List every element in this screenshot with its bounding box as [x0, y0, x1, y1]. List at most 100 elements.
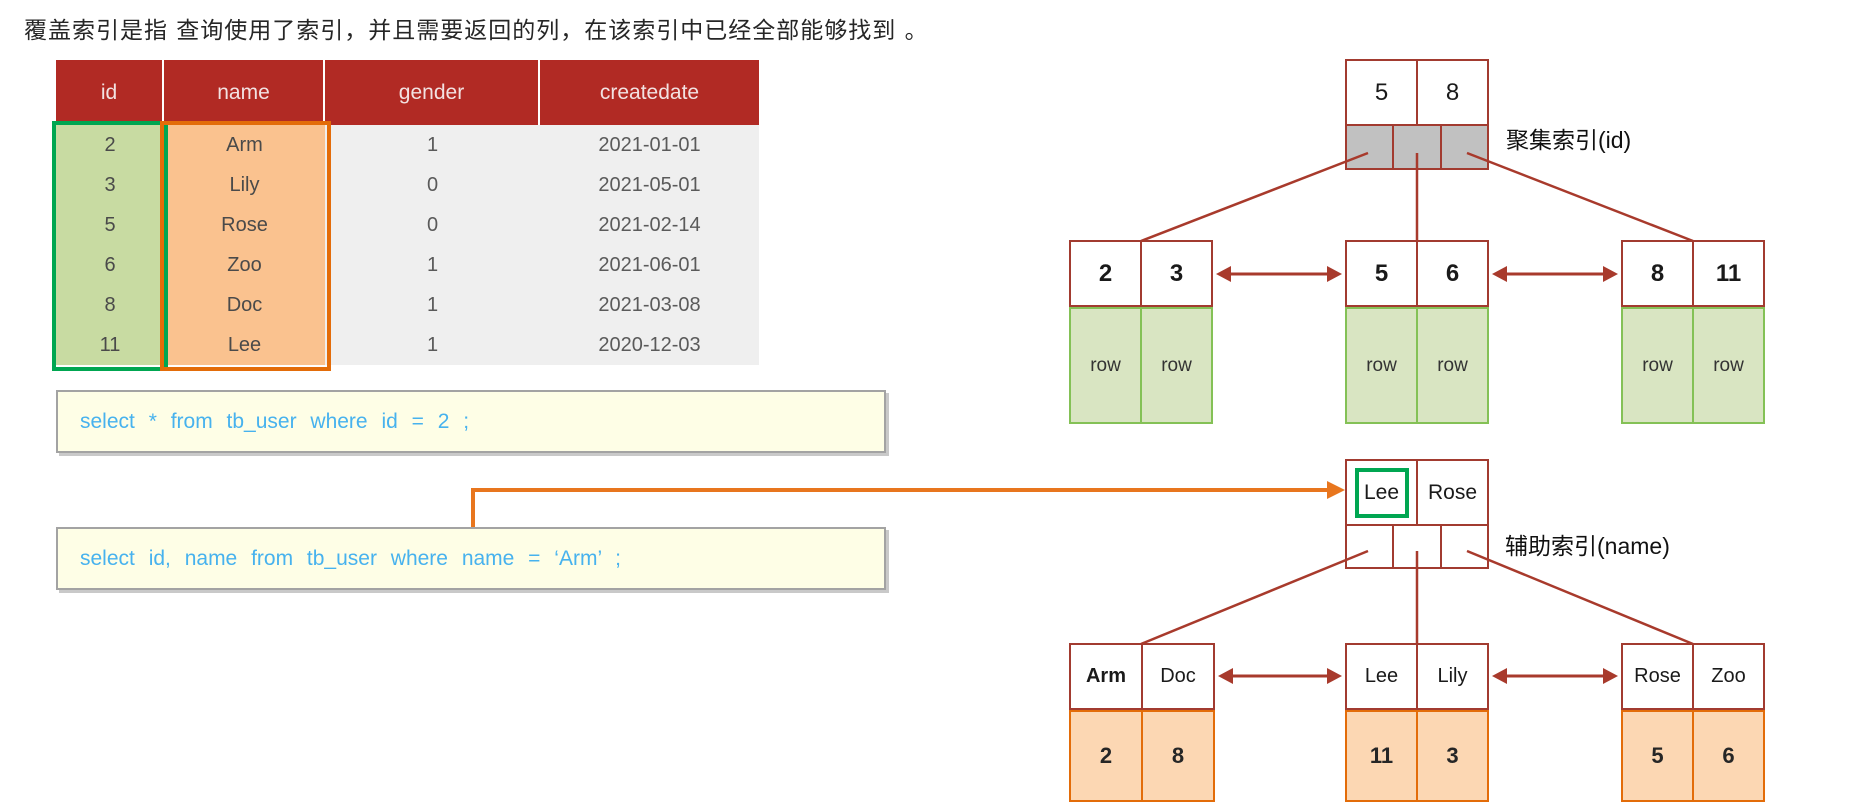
key-cell: Rose: [1621, 643, 1694, 710]
leaf-key-row: Rose Zoo: [1621, 643, 1765, 710]
table-row: 2 Arm 1 2021-01-01: [56, 125, 759, 165]
cell-id: 2: [56, 125, 164, 165]
column-header-name: name: [164, 60, 325, 125]
cell-gender: 0: [325, 205, 540, 245]
key-cell: Zoo: [1694, 643, 1765, 710]
cell-gender: 0: [325, 165, 540, 205]
row-data-cell: row: [1345, 307, 1418, 424]
key-cell: 6: [1418, 240, 1489, 307]
key-cell-highlighted: Lee: [1345, 459, 1418, 526]
arrowhead-right: [1327, 668, 1342, 684]
clustered-root-node: 5 8: [1345, 59, 1489, 170]
row-data-cell: row: [1069, 307, 1142, 424]
cell-createdate: 2021-02-14: [540, 205, 759, 245]
page-title: 覆盖索引是指 查询使用了索引，并且需要返回的列，在该索引中已经全部能够找到 。: [24, 18, 929, 44]
id-value-cell: 8: [1143, 710, 1215, 802]
secondary-leaf-node: Rose Zoo 5 6: [1621, 643, 1765, 802]
cell-gender: 1: [325, 325, 540, 365]
row-data-cell: row: [1418, 307, 1489, 424]
sql-query-box-2: select id, name from tb_user where name …: [56, 527, 886, 590]
cell-name: Zoo: [164, 245, 325, 285]
clustered-leaf-node: 5 6 row row: [1345, 240, 1489, 424]
key-cell: Arm: [1069, 643, 1143, 710]
table-row: 6 Zoo 1 2021-06-01: [56, 245, 759, 285]
pointer-cell: [1441, 126, 1489, 170]
leaf-key-row: Lee Lily: [1345, 643, 1489, 710]
cell-name: Arm: [164, 125, 325, 165]
table-row: 3 Lily 0 2021-05-01: [56, 165, 759, 205]
cell-id: 3: [56, 165, 164, 205]
green-highlight-box: Lee: [1354, 467, 1409, 518]
secondary-index-label: 辅助索引(name): [1505, 533, 1670, 559]
cell-gender: 1: [325, 125, 540, 165]
key-cell: Rose: [1418, 459, 1489, 526]
name-column-highlight-orange: [160, 121, 331, 371]
sql-query-box-1: select * from tb_user where id = 2 ;: [56, 390, 886, 453]
table-row: 8 Doc 1 2021-03-08: [56, 285, 759, 325]
cell-id: 5: [56, 205, 164, 245]
arrowhead-left: [1218, 668, 1233, 684]
leaf-row-data: row row: [1345, 307, 1489, 424]
key-cell: Lee: [1345, 643, 1418, 710]
cell-createdate: 2021-05-01: [540, 165, 759, 205]
key-cell: Doc: [1143, 643, 1215, 710]
user-table: id name gender createdate 2 Arm 1 2021-0…: [56, 60, 759, 365]
cell-id: 11: [56, 325, 164, 365]
id-column-highlight-green: [52, 121, 168, 371]
root-pointer-row: [1345, 526, 1489, 569]
key-cell: 8: [1418, 59, 1489, 126]
cell-createdate: 2021-01-01: [540, 125, 759, 165]
column-header-id: id: [56, 60, 164, 125]
secondary-leaf-node: Arm Doc 2 8: [1069, 643, 1215, 802]
cell-name: Lily: [164, 165, 325, 205]
id-value-cell: 3: [1418, 710, 1489, 802]
key-cell: 3: [1142, 240, 1213, 307]
secondary-root-node: Lee Rose: [1345, 459, 1489, 569]
column-header-createdate: createdate: [540, 60, 759, 125]
leaf-row-data: row row: [1069, 307, 1213, 424]
root-pointer-row: [1345, 126, 1489, 170]
cell-gender: 1: [325, 285, 540, 325]
leaf-key-row: Arm Doc: [1069, 643, 1215, 710]
clustered-leaf-node: 2 3 row row: [1069, 240, 1213, 424]
secondary-branch-line: [1140, 549, 1369, 646]
cell-gender: 1: [325, 245, 540, 285]
id-value-cell: 6: [1694, 710, 1765, 802]
clustered-leaf-node: 8 11 row row: [1621, 240, 1765, 424]
cell-createdate: 2021-06-01: [540, 245, 759, 285]
arrowhead-left: [1216, 266, 1231, 282]
table-header-row: id name gender createdate: [56, 60, 759, 125]
table-row: 5 Rose 0 2021-02-14: [56, 205, 759, 245]
clustered-branch-line: [1466, 151, 1694, 243]
row-data-cell: row: [1694, 307, 1765, 424]
root-key-row: Lee Rose: [1345, 459, 1489, 526]
cell-name: Doc: [164, 285, 325, 325]
sql-query-text: select * from tb_user where id = 2 ;: [80, 409, 470, 433]
leaf-row-data: row row: [1621, 307, 1765, 424]
table-row: 11 Lee 1 2020-12-03: [56, 325, 759, 365]
cell-createdate: 2021-03-08: [540, 285, 759, 325]
column-header-gender: gender: [325, 60, 540, 125]
id-value-cell: 2: [1069, 710, 1143, 802]
pointer-cell: [1345, 126, 1395, 170]
sql-query-text: select id, name from tb_user where name …: [80, 546, 621, 570]
cell-name: Rose: [164, 205, 325, 245]
key-cell: 5: [1345, 59, 1418, 126]
key-cell: 2: [1069, 240, 1142, 307]
clustered-branch-line: [1140, 151, 1369, 243]
leaf-key-row: 2 3: [1069, 240, 1213, 307]
cell-id: 6: [56, 245, 164, 285]
secondary-leaf-node: Lee Lily 11 3: [1345, 643, 1489, 802]
leaf-id-values: 11 3: [1345, 710, 1489, 802]
clustered-index-label: 聚集索引(id): [1506, 127, 1632, 153]
id-value-cell: 11: [1345, 710, 1418, 802]
leaf-key-row: 5 6: [1345, 240, 1489, 307]
leaf-id-values: 5 6: [1621, 710, 1765, 802]
orange-query-arrow: [471, 488, 1329, 527]
root-key-row: 5 8: [1345, 59, 1489, 126]
secondary-branch-line: [1466, 549, 1694, 646]
key-cell: 11: [1694, 240, 1765, 307]
cell-id: 8: [56, 285, 164, 325]
pointer-cell: [1345, 526, 1395, 569]
